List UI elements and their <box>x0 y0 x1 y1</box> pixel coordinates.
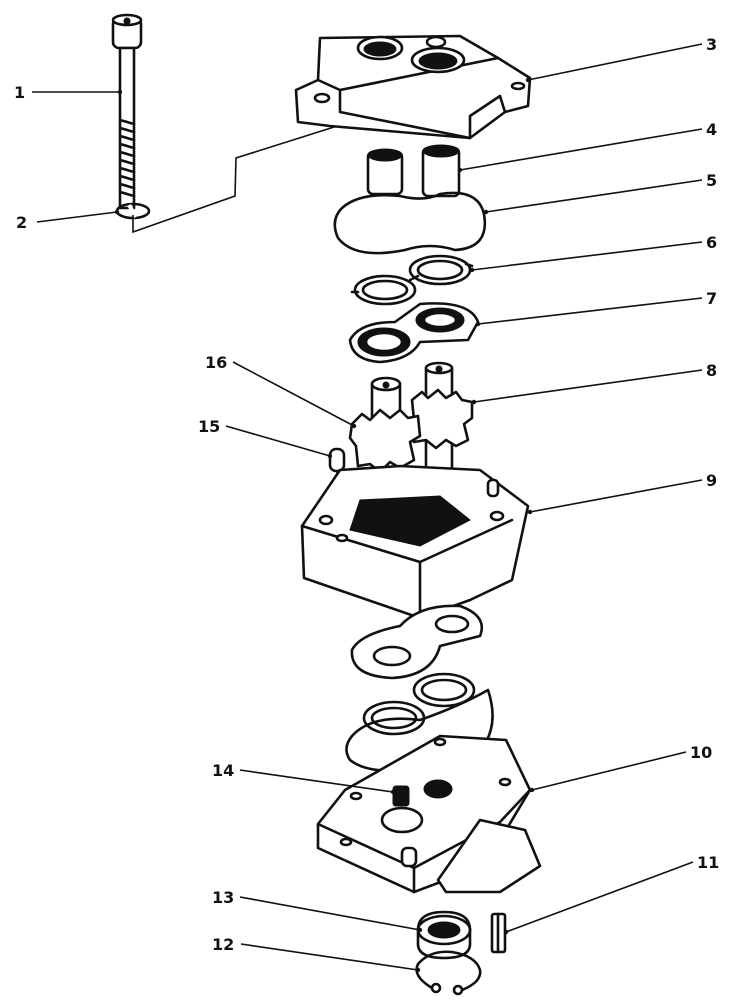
leader-lines <box>32 43 703 971</box>
leader-2 <box>36 211 118 223</box>
part-1-cap-screw <box>111 13 143 210</box>
callout-15: 15 <box>198 417 220 436</box>
callout-9: 9 <box>706 471 717 490</box>
callout-12: 12 <box>212 935 234 954</box>
callout-8: 8 <box>706 361 717 380</box>
callout-4: 4 <box>706 120 717 139</box>
callout-numbers: 1 2 3 4 5 6 7 8 9 10 11 12 13 14 15 16 <box>14 35 719 954</box>
callout-6: 6 <box>706 233 717 252</box>
leader-11 <box>505 861 694 933</box>
leader-5 <box>485 179 703 213</box>
part-5-seal <box>333 191 487 255</box>
leader-8 <box>473 369 703 403</box>
leader-10 <box>531 751 687 791</box>
callout-13: 13 <box>212 888 234 907</box>
callout-3: 3 <box>706 35 717 54</box>
leader-9 <box>529 479 703 513</box>
callout-1: 1 <box>14 83 25 102</box>
leader-15 <box>225 425 331 457</box>
callout-2: 2 <box>16 213 27 232</box>
part-14-set-screw <box>392 785 410 807</box>
leader-3 <box>527 43 703 81</box>
leader-16 <box>232 361 355 427</box>
leader-dots <box>114 77 535 973</box>
leader-4 <box>459 128 703 171</box>
part-9-gear-housing <box>300 464 530 620</box>
part-6-backup-rings <box>350 254 474 306</box>
callout-10: 10 <box>690 743 712 762</box>
part-11-key <box>490 912 507 954</box>
part-7-wear-plate <box>348 302 480 364</box>
lower-backup-rings <box>362 672 476 736</box>
leader-7 <box>477 297 703 325</box>
part-4-bushings <box>366 144 461 198</box>
lower-wear-plate <box>350 604 484 680</box>
callout-11: 11 <box>697 853 719 872</box>
leader-12 <box>240 943 419 971</box>
part-3-pump-cover <box>294 34 532 140</box>
leader-14 <box>239 769 394 793</box>
callout-7: 7 <box>706 289 717 308</box>
callout-5: 5 <box>706 171 717 190</box>
callout-16: 16 <box>205 353 227 372</box>
leader-13 <box>239 896 421 931</box>
part-13-shaft-seal <box>416 910 472 960</box>
leader-6 <box>471 241 703 271</box>
part-10-pump-body <box>316 734 542 894</box>
callout-14: 14 <box>212 761 234 780</box>
